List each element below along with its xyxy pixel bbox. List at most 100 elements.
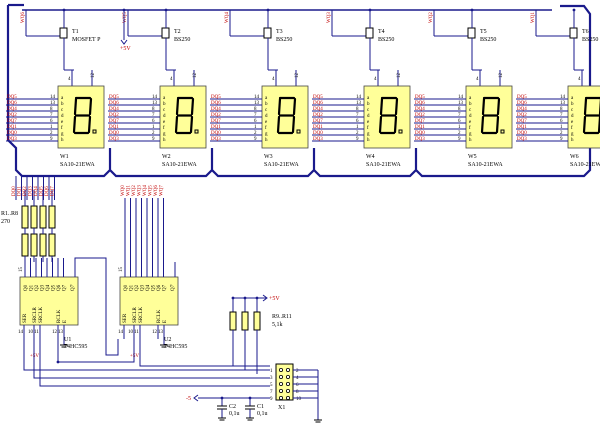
u1-net-label: DQ7 — [51, 186, 56, 196]
header-pin — [285, 395, 290, 400]
seven-seg-display — [57, 85, 105, 149]
ic-output-label: Q0 — [124, 284, 129, 291]
resistor-array-ref: R1..R8 — [1, 211, 18, 217]
display-pin-number: 1 — [50, 125, 53, 130]
display-part: SA10-21EWA — [162, 162, 197, 168]
display-pin-number: 2 — [50, 131, 53, 136]
u2-net-label: WQ3 — [138, 185, 143, 196]
header-pin — [278, 388, 283, 393]
connector-pin-number: 10 — [296, 397, 302, 402]
supply-arrow — [262, 294, 268, 302]
transistor-part: MOSFET P — [72, 37, 101, 43]
ic-input-label: RCLK — [57, 309, 62, 323]
segment-letter: e — [571, 120, 574, 125]
segment-net-label: DQ0 — [109, 131, 119, 136]
common-pin-label: 12 — [397, 73, 402, 79]
segment-b — [292, 97, 297, 116]
display-pin-number: 2 — [254, 131, 257, 136]
decimal-point — [92, 129, 97, 134]
segment-net-label: DQ3 — [415, 137, 425, 142]
junction-dot — [243, 296, 247, 300]
ic-input-label: E — [63, 320, 68, 323]
segment-net-label: DQ2 — [7, 113, 17, 118]
segment-net-label: DQ3 — [517, 137, 527, 142]
display-pin-number: 2 — [458, 131, 461, 136]
segment-f — [73, 97, 78, 116]
segment-letter: e — [367, 120, 370, 125]
display-part: SA10-21EWA — [60, 162, 95, 168]
display-pin-number: 13 — [560, 101, 566, 106]
segment-c — [291, 115, 296, 134]
capacitor-value: 0,1u — [257, 411, 268, 417]
common-pin-label: 4 — [170, 77, 173, 82]
segment-letter: f — [61, 126, 63, 131]
display-pin-number: 7 — [50, 113, 53, 118]
display-pin-number: 9 — [50, 137, 53, 142]
display-pin-number: 6 — [50, 119, 53, 124]
segment-letter: f — [265, 126, 267, 131]
ic-pin-number: 14 — [18, 330, 24, 335]
display-pin-number: 9 — [458, 137, 461, 142]
transistor-ref: T4 — [378, 29, 385, 35]
ic-pin-number: 10 — [128, 330, 134, 335]
segment-b — [496, 97, 501, 116]
ic-pin-number: 10 — [28, 330, 34, 335]
cascade-wire — [74, 257, 119, 356]
u1-net-label: DQ1 — [18, 186, 23, 196]
display-pin-number: 8 — [254, 107, 257, 112]
connector-pin-number: 9 — [270, 397, 273, 402]
segment-net-label: DQ2 — [415, 113, 425, 118]
segment-net-label: DQ3 — [109, 137, 119, 142]
header-connector — [275, 363, 294, 401]
segment-net-label: DQ4 — [7, 107, 17, 112]
decimal-point — [398, 129, 403, 134]
segment-b — [394, 97, 399, 116]
display-pin-number: 6 — [458, 119, 461, 124]
display-pin-number: 14 — [254, 95, 260, 100]
segment-letter: h — [163, 138, 166, 143]
connector-pin-number: 8 — [296, 390, 299, 395]
display-pin-number: 6 — [560, 119, 563, 124]
segment-net-label: DQ7 — [109, 119, 119, 124]
segment-net-label: DQ4 — [415, 107, 425, 112]
segment-c — [87, 115, 92, 134]
display-pin-number: 7 — [152, 113, 155, 118]
segment-net-label: DQ7 — [313, 119, 323, 124]
segment-c — [495, 115, 500, 134]
ic-output-label: Q7' — [71, 284, 76, 291]
segment-letter: g — [367, 132, 370, 137]
segment-net-label: DQ1 — [517, 125, 527, 130]
supply-label: -5 — [186, 396, 191, 402]
segment-net-label: DQ2 — [517, 113, 527, 118]
segment-net-label: DQ6 — [415, 101, 425, 106]
display-pin-number: 2 — [356, 131, 359, 136]
ic-input-label: SRCLR — [133, 306, 138, 323]
segment-letter: e — [61, 120, 64, 125]
display-pin-number: 14 — [458, 95, 464, 100]
display-pin-number: 14 — [356, 95, 362, 100]
ic-pin-number: 12 — [52, 330, 58, 335]
control-line — [57, 339, 135, 363]
segment-letter: d — [367, 114, 370, 119]
connector-pin-number: 3 — [270, 376, 273, 381]
segment-letter: h — [571, 138, 574, 143]
ic-pin-number: 12 — [152, 330, 158, 335]
mosfet-symbol — [161, 27, 170, 39]
u1-net-label: DQ2 — [23, 186, 28, 196]
control-line — [33, 339, 270, 379]
ic-pin-number: 13 — [158, 330, 164, 335]
segment-net-label: DQ5 — [109, 95, 119, 100]
segment-net-label: DQ6 — [313, 101, 323, 106]
common-pin-label: 12 — [193, 73, 198, 79]
segment-net-label: DQ5 — [313, 95, 323, 100]
segment-letter: h — [61, 138, 64, 143]
segment-net-label: DQ1 — [211, 125, 221, 130]
segment-letter: e — [469, 120, 472, 125]
segment-letter: g — [163, 132, 166, 137]
segment-net-label: DQ5 — [415, 95, 425, 100]
control-line — [23, 339, 270, 371]
ic-output-label: Q0 — [24, 284, 29, 291]
display-pin-number: 14 — [152, 95, 158, 100]
ic-output-label: Q5 — [152, 284, 157, 291]
